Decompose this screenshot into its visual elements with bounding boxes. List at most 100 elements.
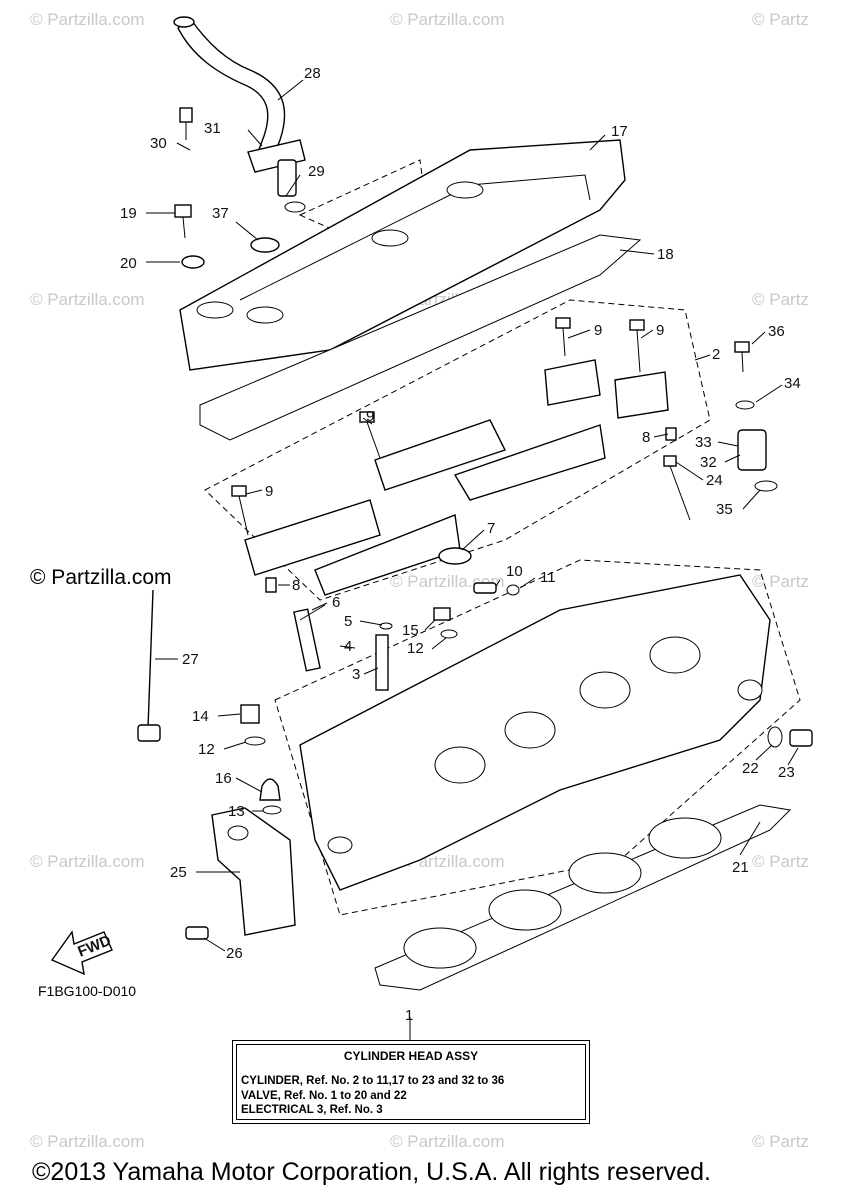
hose-bracket	[247, 139, 306, 173]
callout-32: 32	[700, 454, 717, 471]
callout-3: 3	[352, 666, 360, 683]
intake-port	[579, 671, 631, 709]
camshaft-cap	[453, 424, 606, 501]
dowel-pin	[265, 577, 277, 593]
callout-31: 31	[204, 120, 221, 137]
camshaft-cap-group-outline	[204, 299, 711, 601]
valve-guide	[375, 634, 389, 691]
spark-plug-hole	[446, 181, 484, 199]
fwd-arrow	[50, 930, 113, 976]
callout-30: 30	[150, 135, 167, 152]
callout-18: 18	[657, 246, 674, 263]
breather-fitting	[277, 159, 297, 197]
callout-37: 37	[212, 205, 229, 222]
spark-plug-hole	[196, 301, 234, 319]
breather-hose-end	[173, 16, 195, 28]
callout-14: 14	[192, 708, 209, 725]
intake-port	[434, 746, 486, 784]
callout-9: 9	[594, 322, 602, 339]
washer-13	[262, 805, 282, 815]
watermark: © Partz	[752, 1132, 809, 1151]
watermark: © Partzilla.com	[30, 852, 145, 871]
head-port	[737, 679, 763, 701]
callout-26: 26	[226, 945, 243, 962]
callout-8: 8	[642, 429, 650, 446]
diagram-code: F1BG100-D010	[38, 983, 137, 999]
washer-12	[244, 736, 266, 746]
callout-1: 1	[405, 1007, 413, 1024]
cylinder-head-group-outline	[274, 559, 801, 916]
callout-12: 12	[198, 741, 215, 758]
dipstick-grip	[137, 724, 161, 742]
callout-25: 25	[170, 864, 187, 881]
assembly-line-electrical: ELECTRICAL 3, Ref. No. 3	[241, 1104, 383, 1116]
watermark: © Partzilla.com	[390, 10, 505, 29]
head-port	[327, 836, 353, 854]
callout-8: 8	[292, 577, 300, 594]
bolt-30	[179, 107, 193, 123]
callout-35: 35	[716, 501, 733, 518]
assembly-line-cylinder: CYLINDER, Ref. No. 2 to 11,17 to 23 and …	[241, 1075, 505, 1087]
callout-29: 29	[308, 163, 325, 180]
watermark: © Partz	[752, 10, 809, 29]
clip	[299, 604, 326, 621]
callout-13: 13	[228, 803, 245, 820]
intake-port	[504, 711, 556, 749]
callout-28: 28	[304, 65, 321, 82]
valve-cover-ridge	[239, 174, 591, 301]
camshaft-cap	[244, 499, 381, 576]
o-ring-29	[284, 201, 306, 213]
bolt-19	[174, 204, 192, 218]
assembly-title: CYLINDER HEAD ASSY	[343, 1049, 479, 1063]
grommet-37	[250, 237, 280, 253]
washer-34	[735, 400, 755, 410]
breather-hose	[177, 16, 286, 166]
watermark: © Partzilla.com	[30, 10, 145, 29]
watermark: © Partzilla.com	[390, 1132, 505, 1151]
gasket-bore	[648, 817, 722, 859]
callout-2: 2	[712, 346, 720, 363]
gasket-bore	[403, 927, 477, 969]
spark-plug-hole	[371, 229, 409, 247]
bolt-23	[789, 729, 813, 747]
gasket-bore	[488, 889, 562, 931]
callout-16: 16	[215, 770, 232, 787]
callout-5: 5	[344, 613, 352, 630]
callout-6: 6	[332, 594, 340, 611]
assembly-line-valve: VALVE, Ref. No. 1 to 20 and 22	[241, 1090, 407, 1102]
callout-19: 19	[120, 205, 137, 222]
callout-15: 15	[402, 622, 419, 639]
callout-11: 11	[540, 569, 556, 586]
copyright-notice: ©2013 Yamaha Motor Corporation, U.S.A. A…	[32, 1158, 711, 1186]
bolt-24	[663, 455, 677, 467]
callout-9: 9	[265, 483, 273, 500]
washer-11	[506, 584, 520, 596]
callout-17: 17	[611, 123, 628, 140]
bolt-9	[231, 485, 247, 497]
bolt-26	[185, 926, 209, 940]
callout-34: 34	[784, 375, 801, 392]
callout-22: 22	[742, 760, 759, 777]
callout-9: 9	[656, 322, 664, 339]
callout-27: 27	[182, 651, 199, 668]
assembly-info-box-frame	[236, 1044, 586, 1120]
assembly-info-box: CYLINDER HEAD ASSY CYLINDER, Ref. No. 2 …	[232, 1040, 590, 1124]
camshaft-cap	[374, 419, 506, 491]
watermark: © Partzilla.com	[30, 1132, 145, 1151]
callout-24: 24	[706, 472, 723, 489]
watermark: © Partz	[752, 852, 809, 871]
grommet-20	[181, 255, 205, 269]
callout-4: 4	[344, 638, 352, 655]
bolt-10	[473, 582, 497, 594]
spark-plug-hole	[246, 306, 284, 324]
nut-14	[240, 704, 260, 724]
callout-21: 21	[732, 859, 749, 876]
callout-36: 36	[768, 323, 785, 340]
callout-9: 9	[366, 408, 374, 425]
cap-nut-16	[259, 778, 281, 801]
bolt-9	[555, 317, 571, 329]
valve-cover-gasket	[199, 234, 642, 441]
bracket-hole	[227, 825, 249, 841]
intake-port	[649, 636, 701, 674]
